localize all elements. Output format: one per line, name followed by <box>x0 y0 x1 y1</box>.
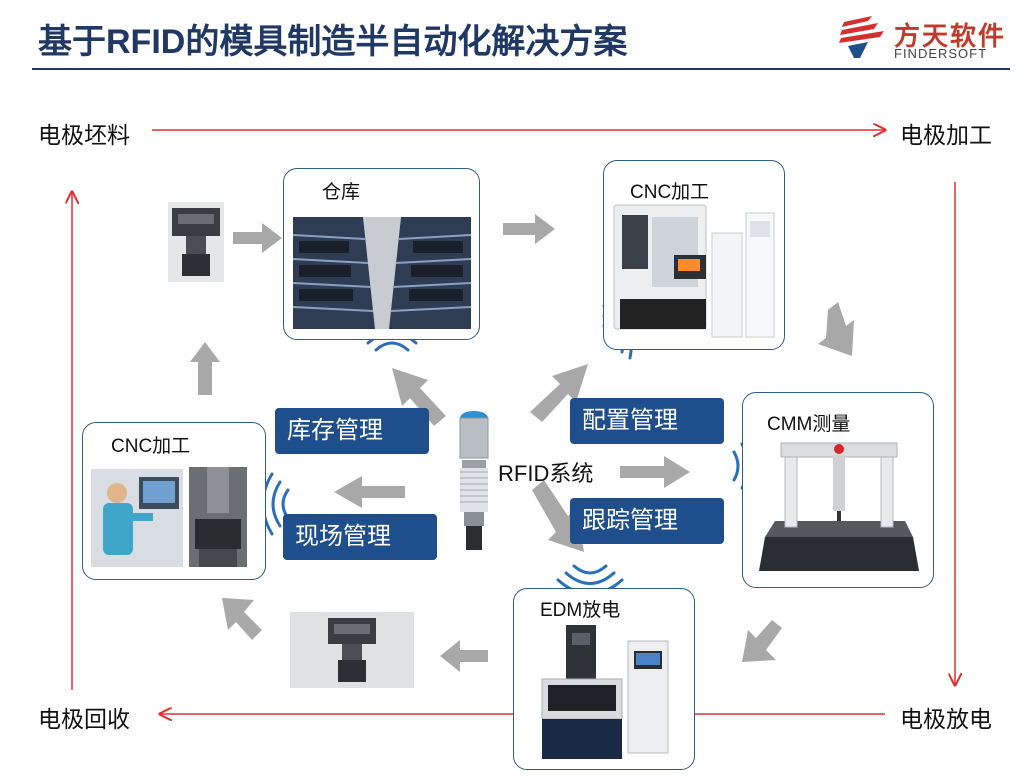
page-title: 基于RFID的模具制造半自动化解决方案 <box>38 23 628 61</box>
gray-arrow-blank-to-warehouse <box>233 223 282 253</box>
cnc-machining-card-left: CNC加工 <box>82 422 266 580</box>
corner-label-recycle: 电极回收 <box>38 706 130 732</box>
cnc-top-card-title: CNC加工 <box>630 182 710 203</box>
config-management-label: 配置管理 <box>570 398 724 444</box>
gray-arrow-edm-to-electrode <box>440 640 488 672</box>
rfid-system-label: RFID系统 <box>498 461 594 486</box>
warehouse-shelves-image <box>292 217 472 329</box>
corner-label-discharge: 电极放电 <box>900 706 992 732</box>
title-divider <box>32 68 1010 70</box>
tracking-management-label: 跟踪管理 <box>570 498 724 544</box>
edm-card-title: EDM放电 <box>540 600 621 621</box>
corner-label-machining: 电极加工 <box>900 122 992 148</box>
corner-label-blank: 电极坯料 <box>38 122 130 148</box>
cnc-spindle-image <box>189 467 247 567</box>
cmm-machine-image <box>759 442 919 571</box>
cnc-machine-image-top <box>613 204 775 338</box>
cnc-left-card-title: CNC加工 <box>111 436 191 457</box>
electrode-blank-image <box>168 202 224 282</box>
gray-arrow-cmm-to-edm <box>742 620 782 662</box>
cnc-operator-image <box>91 469 183 567</box>
inventory-management-label: 库存管理 <box>275 408 429 454</box>
logo-text-cn: 方天软件 <box>894 22 1007 52</box>
gray-arrow-electrode-to-cnc <box>222 598 262 640</box>
gray-arrow-rfid-to-cmm <box>620 456 690 488</box>
warehouse-card: 仓库 <box>283 168 480 340</box>
electrode-recycle-image <box>290 612 414 688</box>
findersoft-logo-icon <box>839 16 884 58</box>
gray-arrow-cnc-to-cmm <box>818 302 854 356</box>
rfid-sensor-icon <box>459 411 489 550</box>
edm-machine-image <box>541 625 669 759</box>
logo-text-en: FINDERSOFT <box>894 46 988 61</box>
gray-arrow-cnc-to-blank <box>190 342 220 395</box>
company-logo: 方天软件 FINDERSOFT <box>838 14 1008 64</box>
gray-arrow-rfid-to-config <box>530 364 588 422</box>
gray-arrow-warehouse-to-cnc <box>503 214 555 244</box>
edm-discharge-card: EDM放电 <box>513 588 695 770</box>
gray-arrow-rfid-to-inventory <box>392 368 446 426</box>
warehouse-card-title: 仓库 <box>322 182 361 203</box>
cmm-card-title: CMM测量 <box>767 414 851 435</box>
cmm-measurement-card: CMM测量 <box>742 392 934 588</box>
cnc-machining-card-top: CNC加工 <box>603 160 785 350</box>
field-management-label: 现场管理 <box>283 514 437 560</box>
gray-arrow-rfid-to-field <box>334 476 405 508</box>
